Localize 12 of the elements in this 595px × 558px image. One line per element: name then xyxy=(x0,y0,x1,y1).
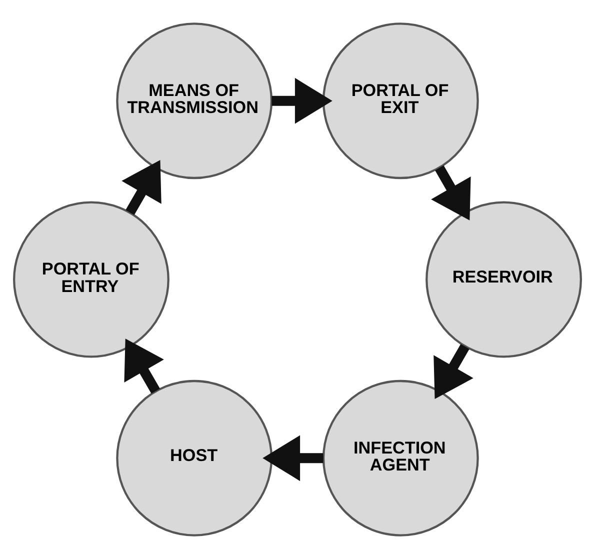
arrow xyxy=(431,164,471,220)
node-circle: RESERVOIR xyxy=(426,200,582,358)
arrow xyxy=(262,434,324,481)
node-circle: MEANS OF TRANSMISSION xyxy=(116,22,273,179)
arrow xyxy=(122,159,162,214)
arrow xyxy=(124,338,164,394)
node-circle: HOST xyxy=(116,379,273,536)
node-circle: INFECTION AGENT xyxy=(322,379,479,536)
node-circle: PORTAL OF ENTRY xyxy=(13,200,170,358)
node-circle: PORTAL OF EXIT xyxy=(322,22,479,179)
arrow xyxy=(272,77,332,124)
arrow xyxy=(434,344,474,399)
